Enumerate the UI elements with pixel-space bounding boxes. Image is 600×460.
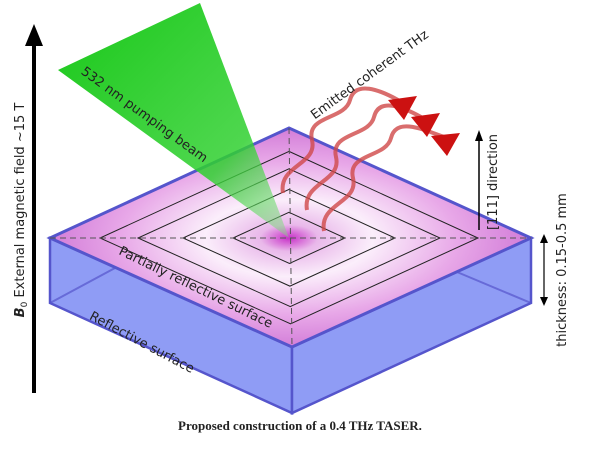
vertical-axis-dashed xyxy=(288,127,293,348)
thickness-arrow xyxy=(540,234,548,306)
thickness-label: thickness: 0.15-0.5 mm xyxy=(555,193,570,347)
magnetic-field-arrow xyxy=(25,24,43,393)
caption: Proposed construction of a 0.4 THz TASER… xyxy=(178,418,422,433)
direction-arrow xyxy=(475,130,483,230)
thz-arrowheads xyxy=(388,96,460,156)
direction-label: [111] direction xyxy=(486,134,501,230)
diamond-ring xyxy=(231,211,347,264)
diamond-ring xyxy=(136,168,442,308)
pumping-beam xyxy=(58,3,289,238)
diamond-ring xyxy=(98,150,480,325)
thz-waves xyxy=(280,86,445,232)
emitted-thz-label: Emitted coherent THz xyxy=(308,27,431,122)
diamond-ring xyxy=(181,188,397,287)
concentric-diamonds xyxy=(98,150,480,325)
magnetic-field-label: B0 External magnetic field ~15 T xyxy=(13,103,30,318)
